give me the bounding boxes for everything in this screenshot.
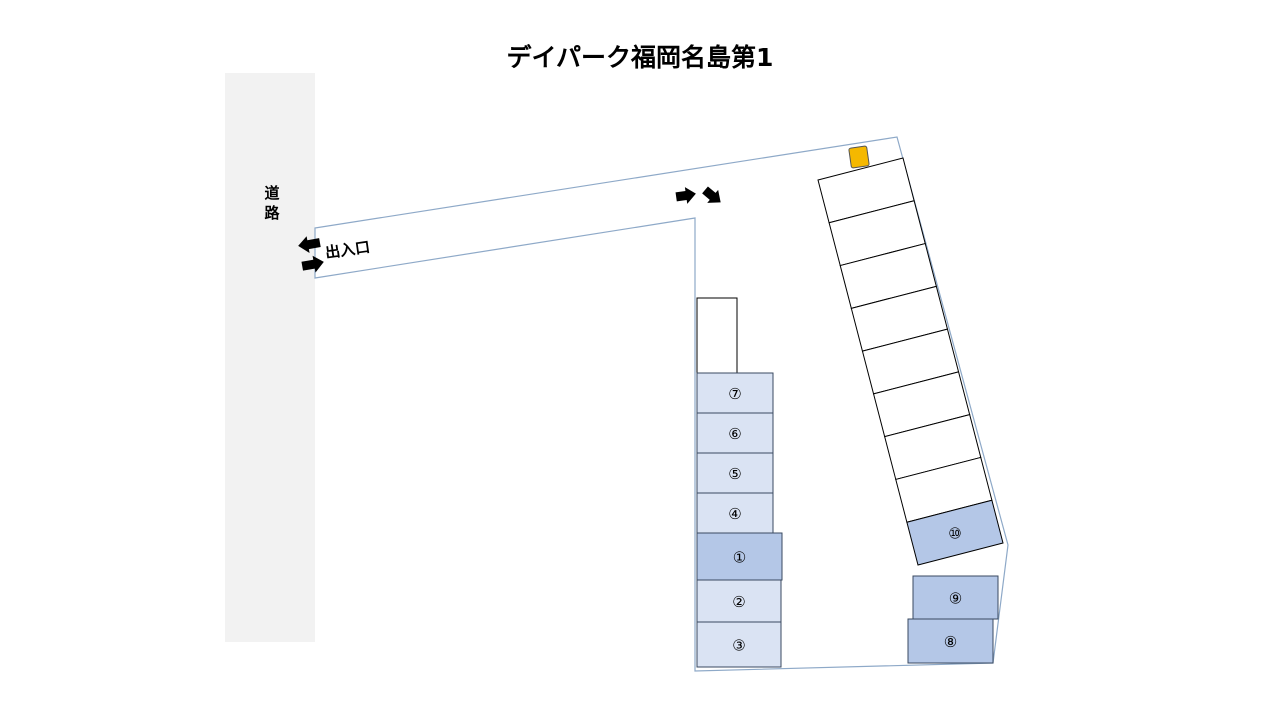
parking-slot: ⑤ xyxy=(696,452,774,494)
parking-slot: ⑧ xyxy=(907,618,994,664)
slot-rect xyxy=(696,579,782,623)
parking-slot: ⑨ xyxy=(912,575,999,620)
slot-rect xyxy=(696,492,774,534)
parking-slot: ④ xyxy=(696,492,774,534)
arrow-left-icon xyxy=(298,236,321,254)
slot-rect xyxy=(696,372,774,414)
parking-slot xyxy=(906,499,1004,566)
slot-number: ⑩ xyxy=(948,525,961,543)
slot-rect xyxy=(696,412,774,454)
arrow-down-right-icon xyxy=(702,186,721,203)
road-label: 道 xyxy=(264,184,279,202)
entrance-arrows xyxy=(298,236,324,273)
parking-slot: ② xyxy=(696,579,782,623)
slot-rect xyxy=(696,532,783,581)
pay-machine-icon xyxy=(848,145,870,169)
parking-slot: ③ xyxy=(696,621,782,668)
arrow-right-icon xyxy=(675,187,696,204)
slot-number: ① xyxy=(733,549,746,567)
parking-slot: ① xyxy=(696,532,783,581)
slot-number: ⑦ xyxy=(728,385,741,403)
slot-rect xyxy=(696,621,782,668)
slot-rect xyxy=(907,618,994,664)
road xyxy=(225,73,315,642)
slot-number: ④ xyxy=(728,505,741,523)
slot-rect xyxy=(696,452,774,494)
road-label: 路 xyxy=(264,204,280,222)
parking-slot: ⑥ xyxy=(696,412,774,454)
slot-rect xyxy=(912,575,999,620)
slot-number: ⑧ xyxy=(944,633,957,651)
arrow-right-icon xyxy=(301,255,324,273)
parking-slot-empty xyxy=(696,297,738,374)
slot-number: ② xyxy=(732,593,745,611)
entrance-label: 出入口 xyxy=(324,238,371,262)
slot-number: ⑥ xyxy=(728,425,741,443)
slot-number: ⑤ xyxy=(728,465,741,483)
page-title: デイパーク福岡名島第1 xyxy=(506,43,774,72)
parking-slot: ⑦ xyxy=(696,372,774,414)
slot-number: ⑨ xyxy=(949,590,962,608)
slot-number: ③ xyxy=(732,637,745,655)
